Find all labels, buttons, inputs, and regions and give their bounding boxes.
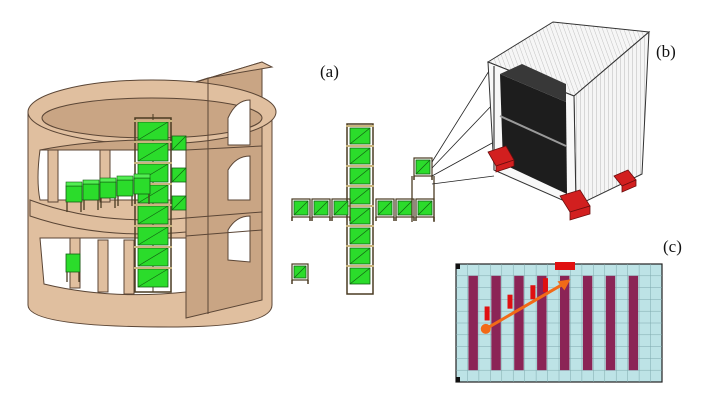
frame-cell <box>395 198 415 218</box>
grid-path-arrow <box>485 282 566 331</box>
grid-bar <box>560 275 570 371</box>
detector-module-cube <box>486 21 651 221</box>
module-diagonal <box>349 227 371 245</box>
detector-module <box>99 181 117 199</box>
module-diagonal <box>349 167 371 185</box>
building-module-row-upper <box>65 173 151 212</box>
cube-mid-beam <box>499 115 567 147</box>
module-diagonal <box>171 167 187 183</box>
module-diagonal <box>313 200 329 216</box>
frame-cell <box>375 198 395 218</box>
tower-cross-layout <box>291 123 435 295</box>
grid-step-marker <box>507 294 513 309</box>
frame-cell <box>331 198 351 218</box>
cube-inner-shade <box>500 64 566 102</box>
module-top <box>133 173 151 179</box>
building-column <box>97 239 109 293</box>
grid-bar <box>468 275 478 371</box>
grid-map <box>455 262 663 383</box>
detector-module <box>116 179 134 197</box>
module-diagonal <box>171 135 187 151</box>
frame-cell <box>291 198 311 218</box>
building-arch <box>227 215 251 263</box>
cube-supports <box>487 145 637 221</box>
grid-step-marker <box>542 278 548 293</box>
building-back-tower-top <box>185 61 274 86</box>
label-a: (a) <box>320 62 339 81</box>
module-diagonal <box>137 121 169 141</box>
building-tower-scaffold <box>134 114 187 293</box>
module-top <box>82 179 100 185</box>
cube-front-opening <box>500 74 567 194</box>
building-cutaway <box>27 61 277 328</box>
module-diagonal <box>417 200 433 216</box>
module-top <box>99 177 117 183</box>
grid-target-marker <box>555 262 575 270</box>
grid-bar <box>605 275 616 371</box>
grid-bar <box>514 275 524 371</box>
frame-cell <box>291 263 309 281</box>
grid-bar <box>582 275 593 371</box>
building-column <box>47 149 59 203</box>
module-diagonal <box>171 195 187 211</box>
module-diagonal <box>397 200 413 216</box>
frame-cell <box>413 157 433 177</box>
building-module-row-lower <box>65 253 81 282</box>
detector-module <box>133 177 151 195</box>
module-diagonal <box>349 127 371 145</box>
module-top <box>116 175 134 181</box>
grid-step-marker <box>484 306 490 321</box>
module-diagonal <box>349 247 371 265</box>
module-diagonal <box>349 187 371 205</box>
module-diagonal <box>349 207 371 225</box>
module-diagonal <box>137 205 169 225</box>
module-diagonal <box>377 200 393 216</box>
grid-bar <box>537 275 547 371</box>
frame-cell <box>311 198 331 218</box>
module-diagonal <box>349 147 371 165</box>
grid-corner-mark <box>456 264 460 269</box>
module-diagonal <box>349 267 371 285</box>
grid-bar <box>628 275 639 371</box>
zoom-connector-lines <box>431 62 495 185</box>
building-arch <box>227 99 251 146</box>
building-column <box>123 239 135 295</box>
module-diagonal <box>137 247 169 267</box>
module-top <box>65 181 83 187</box>
module-diagonal <box>137 184 169 204</box>
detector-module <box>65 185 83 203</box>
detector-module <box>82 183 100 201</box>
module-diagonal <box>137 142 169 162</box>
grid-step-marker <box>530 285 536 300</box>
label-c: (c) <box>663 237 682 256</box>
grid-start-point <box>480 323 491 334</box>
module-diagonal <box>293 200 309 216</box>
module-diagonal <box>293 265 307 279</box>
label-b: (b) <box>656 42 676 61</box>
building-arch <box>227 155 251 201</box>
grid-arrow-head <box>557 279 571 291</box>
detector-module <box>65 253 81 273</box>
module-diagonal <box>137 268 169 288</box>
module-diagonal <box>333 200 349 216</box>
grid-corner-mark <box>456 377 460 382</box>
module-diagonal <box>415 159 431 175</box>
module-diagonal <box>137 226 169 246</box>
